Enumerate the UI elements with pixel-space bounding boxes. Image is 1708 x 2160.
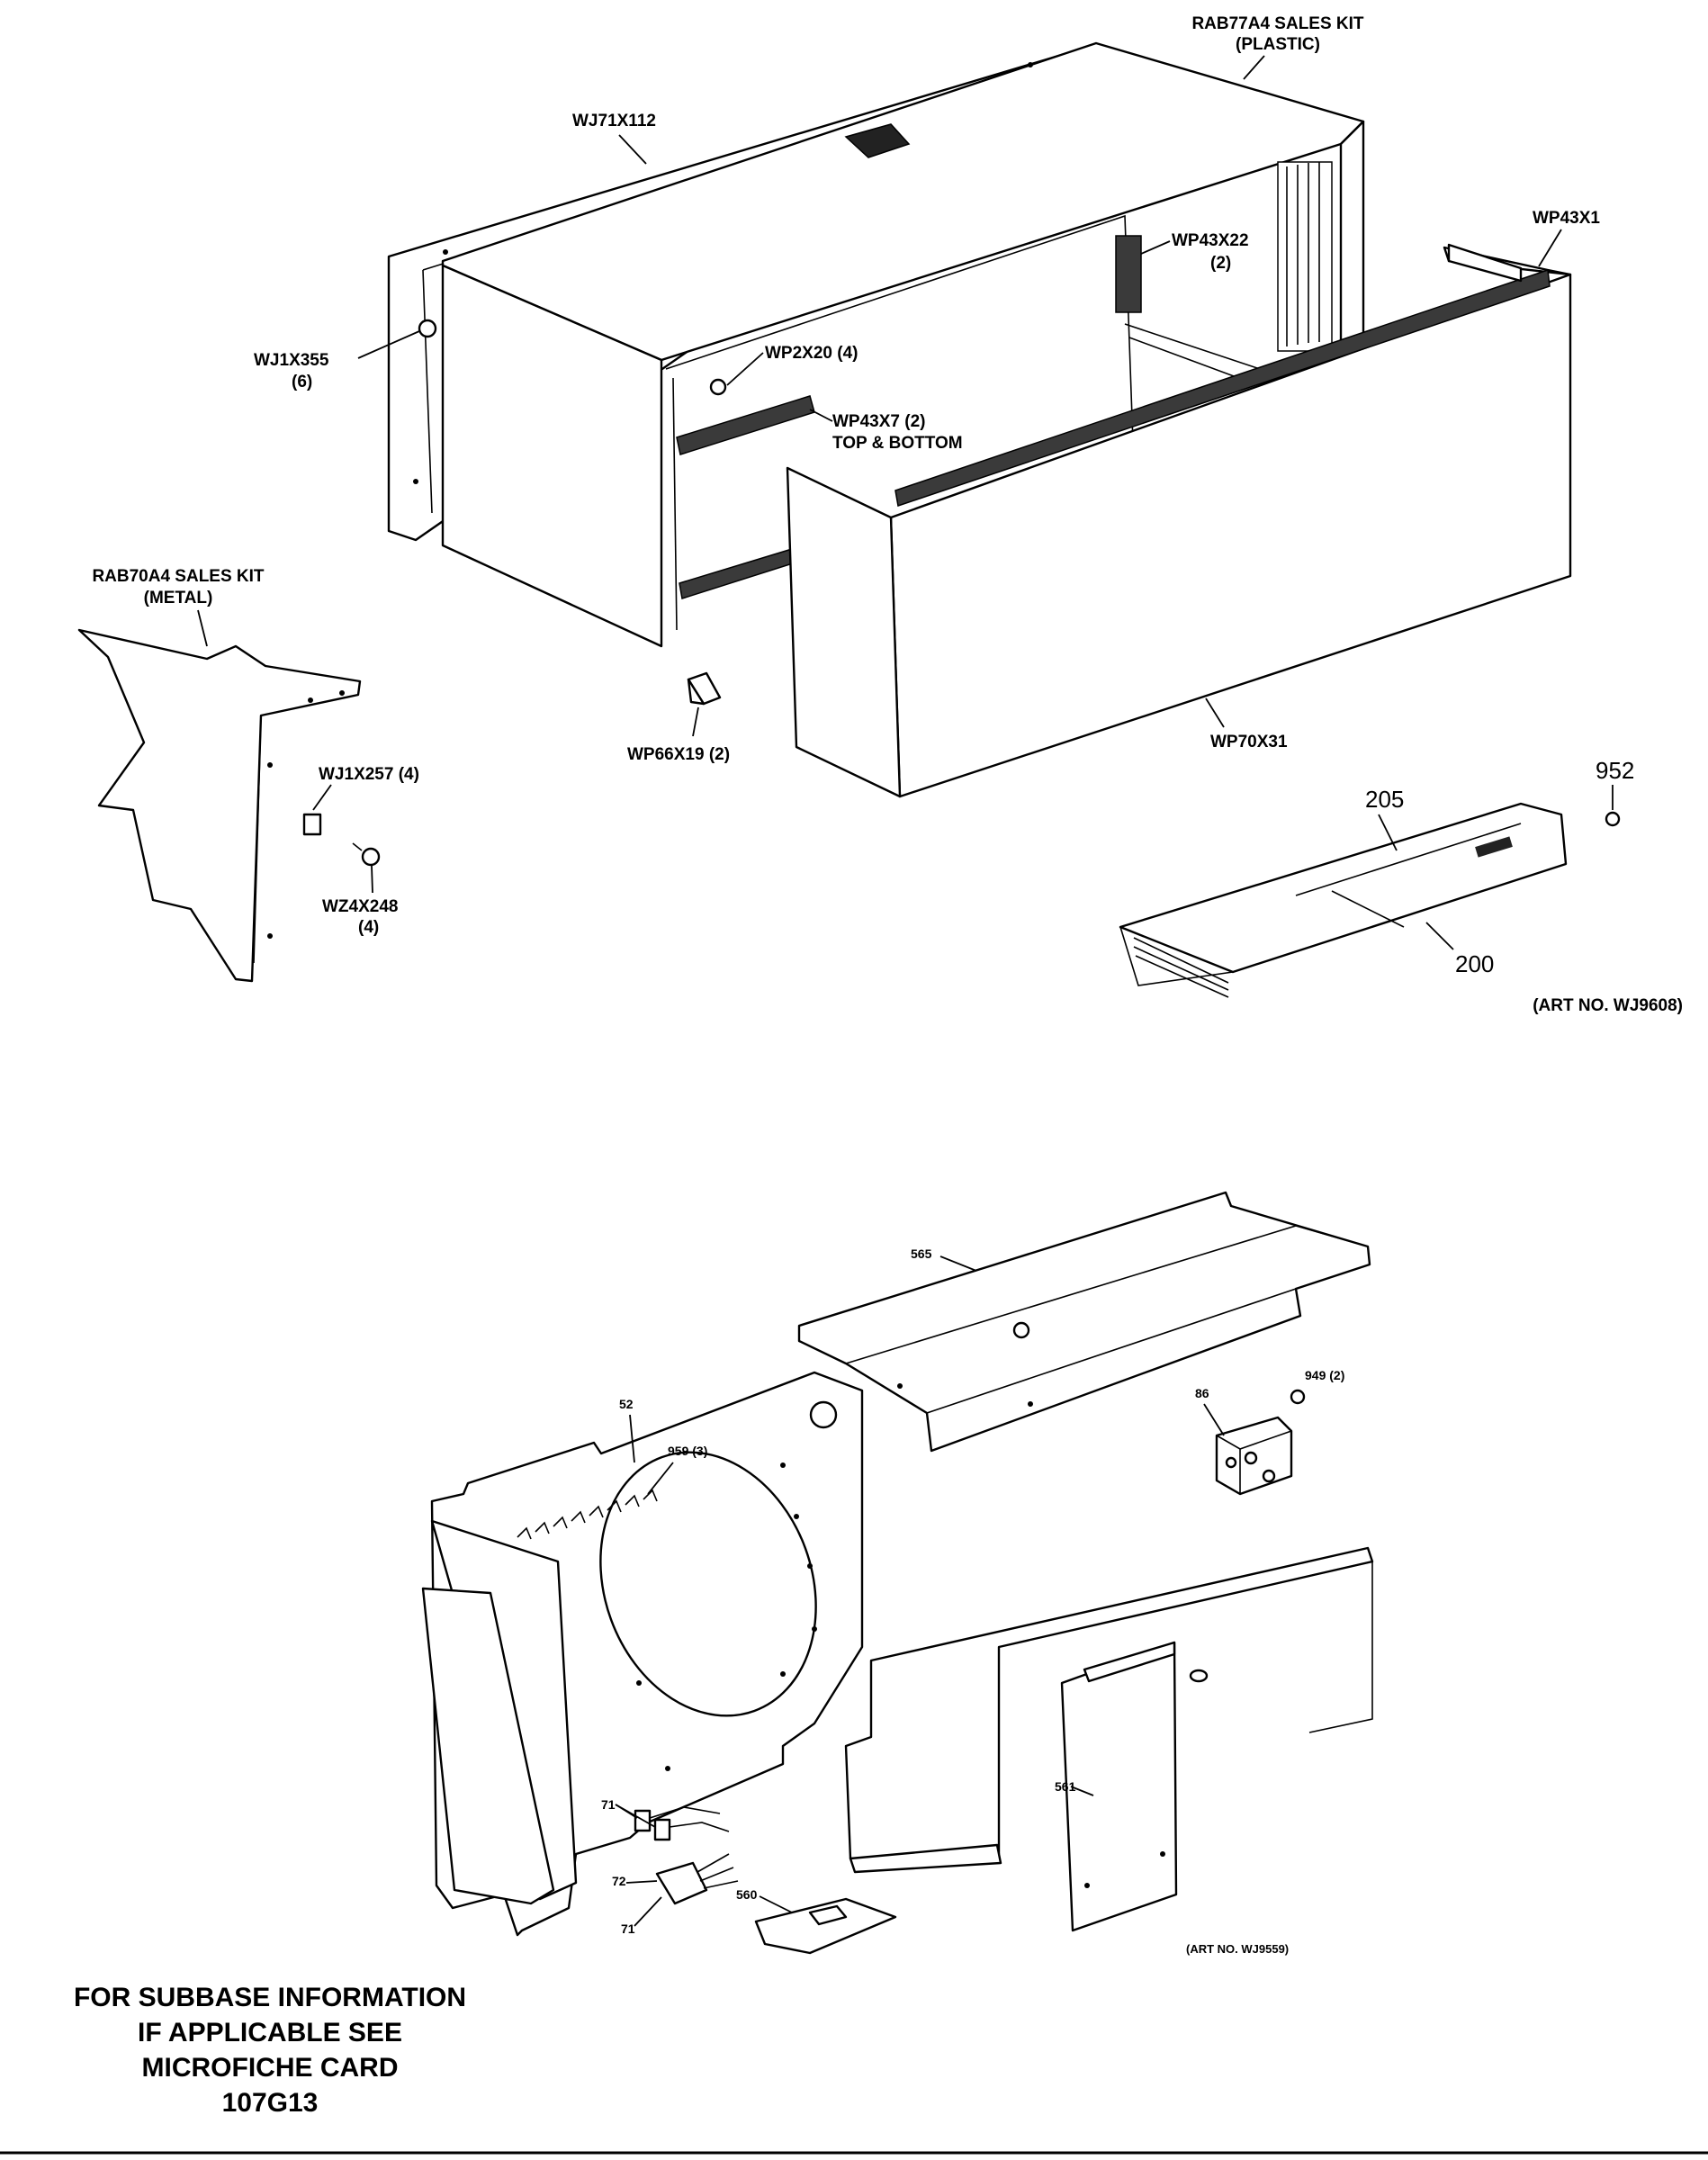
foam-strip-top: [676, 395, 815, 455]
label-565: 565: [911, 1246, 932, 1261]
label-wj1x355: WJ1X355: [254, 351, 329, 370]
screw-561-icon: [1189, 1669, 1209, 1683]
subbase-note-line-2: IF APPLICABLE SEE: [138, 2018, 402, 2048]
label-wz4x248: WZ4X248: [322, 897, 398, 916]
sleeve-front: [441, 264, 663, 648]
subbase-note-line-3: MICROFICHE CARD: [141, 2053, 399, 2083]
fan-opening: [599, 1451, 817, 1717]
clip-wj1x257-icon: [302, 813, 322, 836]
label-wp43x1: WP43X1: [1533, 209, 1600, 228]
bulkhead-52: [421, 1371, 864, 1937]
front-panel-side: [786, 466, 902, 798]
label-wp43x7: WP43X7 (2): [832, 412, 925, 431]
connector-71: [634, 1806, 730, 1841]
label-wp70x31: WP70X31: [1210, 733, 1288, 752]
label-sales-kit-metal-sub: (METAL): [144, 589, 213, 608]
plate-560-body: [754, 1897, 897, 1955]
sleeve-ribs: [1277, 161, 1333, 352]
label-wj1x355-qty: (6): [292, 373, 312, 392]
bracket-wp66x19: [687, 671, 722, 706]
subbase-note: FOR SUBBASE INFORMATION IF APPLICABLE SE…: [36, 1980, 504, 2120]
control-panel-body: [1119, 802, 1568, 974]
front-panel-face: [889, 273, 1572, 798]
sleeve-handle: [844, 123, 911, 158]
screw-949-icon: [1290, 1389, 1306, 1405]
label-949: 949 (2): [1305, 1368, 1344, 1382]
panel-561: [1060, 1641, 1178, 1932]
label-sales-kit-plastic: RAB77A4 SALES KIT: [1191, 14, 1363, 33]
component-86: [1215, 1416, 1293, 1496]
label-959: 959 (3): [668, 1444, 707, 1458]
screw-wz4x248-icon: [352, 842, 381, 867]
screw-icon: [418, 319, 437, 338]
label-wz4x248-qty: (4): [358, 918, 379, 937]
metal-kit-panel: [77, 628, 362, 983]
clip-row: [517, 1489, 658, 1540]
foam-strip-front: [894, 268, 1551, 507]
top-shelf-body: [797, 1191, 1371, 1453]
wall-sleeve-assembly: [387, 41, 1365, 648]
bulkhead-flap: [421, 1587, 555, 1905]
label-71-bottom: 71: [621, 1922, 635, 1936]
subbase-note-line-4: 107G13: [221, 2088, 319, 2118]
label-71-top: 71: [601, 1797, 616, 1812]
art-number-bottom: (ART NO. WJ9559): [1186, 1942, 1289, 1956]
label-wj71x112: WJ71X112: [572, 112, 656, 130]
screw-952-icon: [1605, 811, 1621, 827]
label-72: 72: [612, 1874, 626, 1888]
label-952: 952: [1596, 757, 1634, 784]
label-wj1x257: WJ1X257 (4): [319, 765, 419, 784]
label-wp2x20: WP2X20 (4): [765, 344, 858, 363]
label-sales-kit-metal: RAB70A4 SALES KIT: [92, 567, 264, 586]
label-wp43x22-qty: (2): [1210, 254, 1231, 273]
sleeve-side: [1339, 120, 1365, 371]
base-pan: [844, 1546, 1374, 1874]
panel-561-body: [1060, 1641, 1178, 1932]
control-panel: [1119, 802, 1568, 998]
plate-560: [754, 1897, 897, 1955]
bulkhead-hole: [809, 1400, 838, 1429]
label-561: 561: [1055, 1779, 1076, 1794]
label-200: 200: [1455, 950, 1494, 977]
relay-72: [655, 1853, 739, 1905]
label-sales-kit-plastic-sub: (PLASTIC): [1236, 35, 1320, 54]
label-wp43x22: WP43X22: [1172, 231, 1249, 250]
label-205: 205: [1365, 786, 1404, 813]
label-560: 560: [736, 1887, 758, 1902]
label-wp43x7-sub: TOP & BOTTOM: [832, 434, 963, 453]
label-wp66x19: WP66X19 (2): [627, 745, 730, 764]
clip-icon: [709, 378, 727, 396]
foam-strip-bottom: [679, 548, 796, 599]
label-52: 52: [619, 1397, 634, 1411]
art-number-top: (ART NO. WJ9608): [1533, 996, 1683, 1015]
front-panel: [786, 243, 1572, 798]
label-86: 86: [1195, 1386, 1209, 1400]
subbase-note-line-1: FOR SUBBASE INFORMATION: [73, 1983, 467, 2012]
foam-strip-side: [1115, 235, 1142, 313]
metal-sales-kit: [77, 628, 362, 983]
top-shelf-565: [797, 1191, 1371, 1453]
